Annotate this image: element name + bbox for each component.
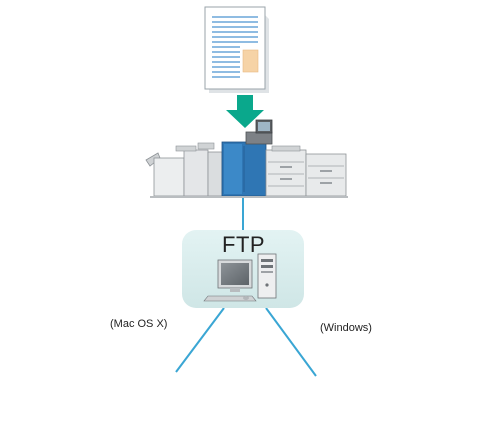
document-image (242, 49, 259, 73)
server-computer (203, 253, 277, 302)
ftp-label: FTP (222, 232, 266, 257)
windows-label: (Windows) (320, 322, 372, 334)
ftp-to-windows-line (265, 307, 317, 377)
ftp-server (182, 230, 304, 308)
production-printer (145, 119, 348, 198)
download-arrow (226, 95, 264, 128)
mac-os-x-label: (Mac OS X) (110, 318, 168, 330)
ftp-to-mac-line (175, 307, 225, 373)
source-document (204, 6, 269, 93)
connection-lines (175, 196, 317, 377)
